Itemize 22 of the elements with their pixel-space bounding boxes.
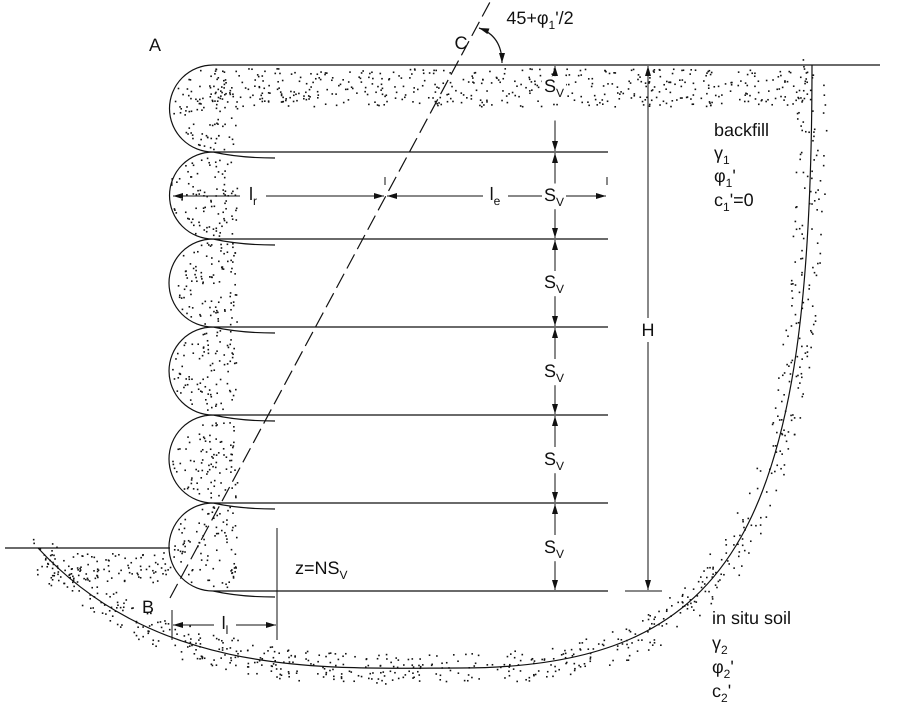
parameter-label: γ$_{1}$: [714, 144, 730, 166]
parameter-label: γ$_{2}$: [712, 634, 728, 656]
dimension-label: S$_{V}$: [542, 537, 566, 561]
dimension-label: S$_{V}$: [542, 272, 566, 296]
angle-label: 45+φ$_{1}$'/2: [506, 9, 574, 31]
point-label: B: [142, 598, 154, 616]
parameter-label: c$_{2}$': [712, 682, 732, 704]
parameter-label: φ$_{2}$': [712, 658, 734, 680]
soil-label: in situ soil: [712, 609, 792, 627]
soil-label: backfill: [714, 121, 770, 139]
dimension-label: S$_{V}$: [542, 449, 566, 473]
dimension-label: l$_{e}$: [488, 184, 502, 208]
point-label: C: [454, 34, 468, 52]
parameter-label: c$_{1}$'=0: [714, 191, 754, 213]
dimension-label: S$_{V}$: [542, 185, 566, 209]
dimension-label: l$_{l}$: [220, 613, 230, 637]
dimension-label: S$_{V}$: [542, 76, 566, 100]
depth-label: z=NS$_{V}$: [295, 559, 348, 581]
dimension-label: S$_{V}$: [542, 361, 566, 385]
parameter-label: φ$_{1}$': [714, 167, 736, 189]
point-label: A: [149, 36, 161, 54]
dimension-label: l$_{r}$: [247, 184, 259, 208]
